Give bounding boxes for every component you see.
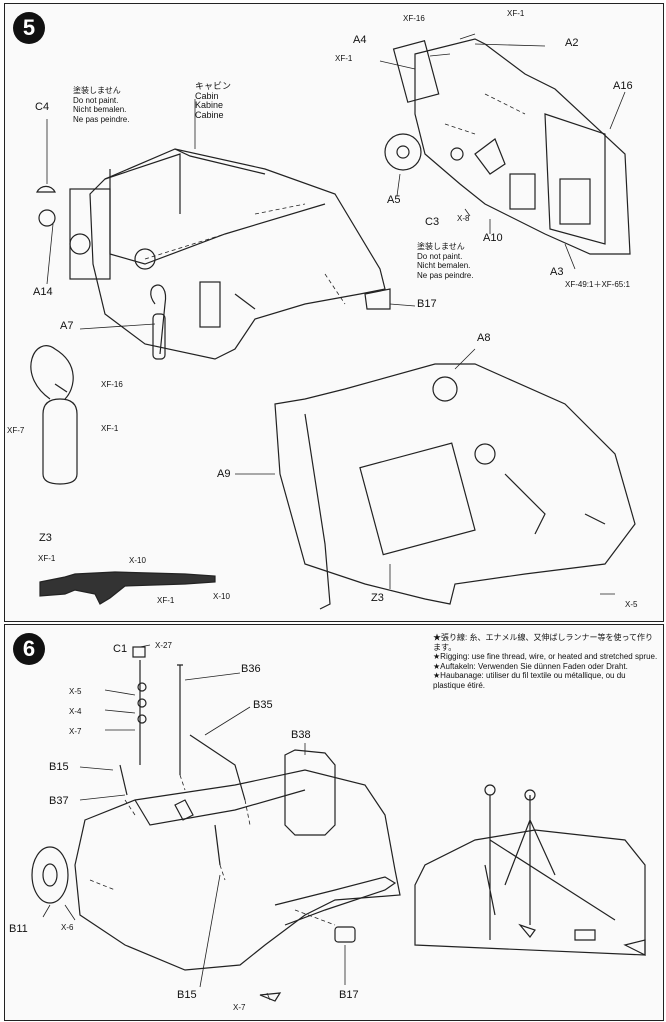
paint-label-x5: X-5 bbox=[625, 600, 638, 609]
step-5-drawing bbox=[30, 33, 636, 610]
paint-label-x27: X-27 bbox=[155, 641, 172, 650]
rifle-m16 bbox=[39, 571, 216, 605]
no-paint-note-c4: 塗装しません Do not paint. Nicht bemalen. Ne p… bbox=[73, 86, 129, 124]
part-label-b35: B35 bbox=[253, 699, 273, 711]
rigging-note: ★張り線: 糸、エナメル線、又伸ばしランナー等を使って作ります。 ★Riggin… bbox=[433, 633, 659, 690]
no-paint-en: Do not paint. bbox=[73, 95, 119, 105]
no-paint-fr: Ne pas peindre. bbox=[73, 114, 130, 124]
cabin-de: Kabine bbox=[195, 100, 224, 110]
part-label-b36: B36 bbox=[241, 663, 261, 675]
no-paint-jp: 塗装しません bbox=[417, 242, 465, 251]
lower-cab-assembly bbox=[274, 363, 636, 605]
paint-label-x5: X-5 bbox=[69, 687, 82, 696]
paint-label-x7: X-7 bbox=[233, 1003, 246, 1012]
paint-label-xf16: XF-16 bbox=[101, 380, 123, 389]
part-label-a16: A16 bbox=[613, 80, 633, 92]
part-label-z3: Z3 bbox=[39, 532, 52, 544]
part-label-z3: Z3 bbox=[371, 592, 384, 604]
part-label-a5: A5 bbox=[387, 194, 401, 206]
paint-label-xf1: XF-1 bbox=[335, 54, 353, 63]
cabin-fr: Cabine bbox=[195, 109, 224, 120]
dashboard-assembly bbox=[414, 38, 631, 255]
inset-hull bbox=[414, 829, 646, 956]
step-number: 6 bbox=[13, 633, 45, 665]
cabin-en: Cabin bbox=[195, 90, 219, 101]
paint-label-xf1: XF-1 bbox=[38, 554, 56, 563]
part-label-c3: C3 bbox=[425, 216, 440, 228]
part-label-a8: A8 bbox=[477, 332, 491, 344]
part-label-b11: B11 bbox=[9, 923, 28, 935]
rigging-en: ★Rigging: use fine thread, wire, or heat… bbox=[433, 652, 658, 661]
no-paint-de: Nicht bemalen. bbox=[417, 261, 471, 270]
part-label-c1: C1 bbox=[113, 643, 128, 655]
part-label-b37: B37 bbox=[49, 795, 69, 807]
step-6-panel: 6 C1 X-27 B36 X-5 X-4 X-7 B35 B38 B15 B3… bbox=[4, 624, 664, 1021]
rigging-jp: ★張り線: 糸、エナメル線、又伸ばしランナー等を使って作ります。 bbox=[433, 633, 654, 652]
paint-mix-label: XF-49:1＋XF-65:1 bbox=[565, 280, 630, 289]
step-5-panel: 5 A4 XF-1 XF-16 XF-1 A2 A16 C4 塗装しません Do… bbox=[4, 3, 664, 622]
rigging-fr: ★Haubanage: utiliser du fil textile ou m… bbox=[433, 671, 626, 690]
paint-label-xf7: XF-7 bbox=[7, 426, 25, 435]
no-paint-en: Do not paint. bbox=[417, 251, 463, 261]
part-label-a9: A9 bbox=[217, 468, 231, 480]
rigging-de: ★Auftakeln: Verwenden Sie dünnen Faden o… bbox=[433, 661, 628, 671]
cabin-note: キャビン Cabin Kabine Cabine bbox=[195, 81, 232, 120]
part-label-a4: A4 bbox=[353, 34, 367, 46]
no-paint-de: Nicht bemalen. bbox=[73, 105, 127, 114]
part-label-a14: A14 bbox=[33, 286, 53, 298]
paint-label-xf1: XF-1 bbox=[101, 424, 119, 433]
part-label-b17: B17 bbox=[417, 298, 437, 310]
part-label-c4: C4 bbox=[35, 101, 50, 113]
part-label-a7: A7 bbox=[60, 320, 74, 332]
paint-label-x6: X-6 bbox=[61, 923, 74, 932]
part-label-a10: A10 bbox=[483, 232, 503, 244]
paint-label-xf16: XF-16 bbox=[403, 14, 425, 23]
part-label-a2: A2 bbox=[565, 37, 579, 49]
paint-label-x7: X-7 bbox=[69, 727, 82, 736]
no-paint-fr: Ne pas peindre. bbox=[417, 270, 474, 280]
part-label-b15: B15 bbox=[177, 989, 197, 1001]
paint-label-x10: X-10 bbox=[129, 556, 146, 565]
paint-label-xf1: XF-1 bbox=[157, 596, 175, 605]
part-label-b38: B38 bbox=[291, 729, 311, 741]
step-6-drawing bbox=[31, 644, 646, 1002]
spare-wheel bbox=[31, 846, 69, 904]
cabin-body bbox=[89, 148, 386, 360]
paint-label-x8: X-8 bbox=[457, 214, 470, 223]
part-label-a3: A3 bbox=[550, 266, 564, 278]
cabin-jp: キャビン bbox=[195, 81, 232, 91]
no-paint-note-c3: 塗装しません Do not paint. Nicht bemalen. Ne p… bbox=[417, 242, 473, 280]
hull-rear-body bbox=[74, 769, 401, 971]
paint-label-x10: X-10 bbox=[213, 592, 230, 601]
paint-label-xf1: XF-1 bbox=[507, 9, 525, 18]
part-label-b15: B15 bbox=[49, 761, 69, 773]
extinguisher bbox=[42, 398, 78, 485]
paint-label-x4: X-4 bbox=[69, 707, 82, 716]
no-paint-jp: 塗装しません bbox=[73, 86, 121, 95]
step-number: 5 bbox=[13, 12, 45, 44]
part-label-b17: B17 bbox=[339, 989, 359, 1001]
